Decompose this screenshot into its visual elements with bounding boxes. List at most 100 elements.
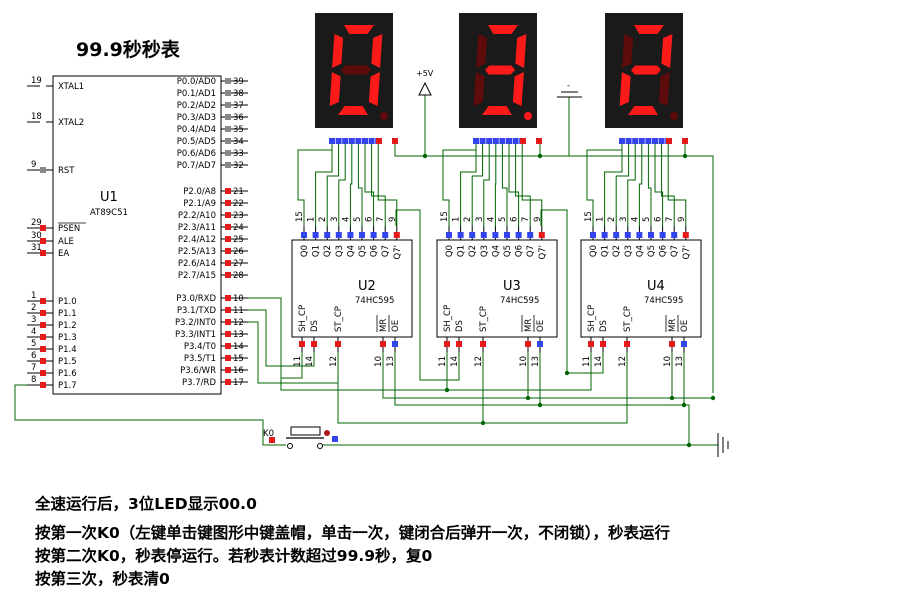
- wire: [339, 141, 345, 226]
- display-common-pin: [536, 138, 542, 144]
- mcu-pin-label: P2.5/A13: [178, 247, 216, 257]
- register-pin-label: MR: [524, 319, 534, 332]
- mcu-pin-marker: [225, 272, 231, 278]
- mcu-pin-marker: [225, 331, 231, 337]
- mcu-pin-label: EA: [58, 249, 69, 259]
- mcu-pin-marker: [40, 322, 46, 328]
- register-pin-label: Q4: [635, 245, 645, 257]
- register-pin-marker: [336, 232, 342, 238]
- wire: [509, 141, 519, 226]
- register-pin-label: Q6: [370, 245, 380, 257]
- mcu-pin-marker: [225, 90, 231, 96]
- display-pin: [513, 138, 519, 144]
- register-pin-label: Q2: [468, 245, 478, 257]
- register-pin-number: 11: [293, 356, 303, 367]
- display-pin: [626, 138, 632, 144]
- register-pin-number: 2: [318, 217, 328, 222]
- mcu-pin-marker: [225, 138, 231, 144]
- wire: [502, 141, 507, 226]
- mcu-pin-number: 7: [31, 363, 36, 373]
- register-pin-number: 12: [329, 356, 339, 367]
- register-pin-label: DS: [310, 320, 320, 332]
- mcu-pin-number: 15: [233, 354, 244, 364]
- display-pin: [355, 138, 361, 144]
- register-pin-number: 2: [607, 217, 617, 222]
- junction-dot: [423, 154, 427, 158]
- mcu-pin-label: P0.3/AD3: [177, 113, 216, 123]
- register-pin-marker: [681, 341, 687, 347]
- register-pin-number: 6: [654, 217, 664, 222]
- register-part: 74HC595: [644, 296, 683, 306]
- register-pin-marker: [590, 232, 596, 238]
- switch-pin: [269, 437, 275, 443]
- mcu-pin-label: P3.5/T1: [184, 354, 216, 364]
- register-pin-marker: [359, 232, 365, 238]
- register-pin-number: 2: [463, 217, 473, 222]
- mcu-pin-number: 17: [233, 378, 244, 388]
- register-pin-marker: [636, 232, 642, 238]
- mcu-pin-marker: [225, 236, 231, 242]
- mcu-pin-marker: [40, 167, 46, 173]
- wire: [338, 352, 483, 423]
- register-pin-label: Q7': [682, 245, 692, 259]
- display-pin: [632, 138, 638, 144]
- register-pin-label: MR: [668, 319, 678, 332]
- wire: [483, 352, 627, 423]
- register-pin-marker: [446, 232, 452, 238]
- register-pin-number: 1: [596, 217, 606, 222]
- register-pin-marker: [588, 341, 594, 347]
- wire: [461, 141, 476, 226]
- mcu-pin-marker: [225, 102, 231, 108]
- mcu-pin-marker: [40, 250, 46, 256]
- mcu-pin-label: P1.2: [58, 321, 77, 331]
- segment-g: [485, 66, 515, 75]
- junction-dot: [565, 371, 569, 375]
- display-pin: [666, 138, 672, 144]
- register-pin-marker: [683, 232, 689, 238]
- mcu-pin-number: 8: [31, 375, 36, 385]
- register-pin-number: 9: [388, 217, 398, 222]
- register-pin-label: OE: [536, 320, 546, 332]
- seven-segment-display-2: [459, 13, 542, 144]
- junction-dot: [481, 421, 485, 425]
- register-pin-marker: [613, 232, 619, 238]
- register-pin-number: 3: [619, 217, 629, 222]
- register-pin-marker: [313, 232, 319, 238]
- mcu-pin-label: P1.7: [58, 381, 77, 391]
- mcu-pin-marker: [225, 355, 231, 361]
- register-pin-number: 5: [353, 217, 363, 222]
- mcu-pin-marker: [225, 343, 231, 349]
- register-pin-marker: [299, 341, 305, 347]
- mcu-pin-marker: [40, 298, 46, 304]
- register-pin-marker: [456, 341, 462, 347]
- mcu-pin-marker: [225, 307, 231, 313]
- mcu-pin-number: 24: [233, 223, 244, 233]
- register-pin-number: 13: [531, 356, 541, 367]
- mcu-pin-number: 11: [233, 306, 244, 316]
- mcu-pin-marker: [225, 150, 231, 156]
- register-pin-marker: [504, 232, 510, 238]
- register-part: 74HC595: [500, 296, 539, 306]
- register-pin-label: Q0: [300, 245, 310, 257]
- mcu-pin-number: 23: [233, 211, 244, 221]
- mcu-pin-number: 22: [233, 199, 244, 209]
- register-pin-marker: [347, 232, 353, 238]
- register-pin-marker: [602, 232, 608, 238]
- register-pin-label: Q1: [601, 245, 611, 257]
- display-pin: [376, 138, 382, 144]
- mcu-pin-label: P1.6: [58, 369, 77, 379]
- register-pin-number: 7: [376, 217, 386, 222]
- register-pin-marker: [458, 232, 464, 238]
- mcu-pin-label: P2.3/A11: [178, 223, 216, 233]
- wire: [522, 141, 542, 226]
- wire: [605, 141, 622, 226]
- mcu-name: U1: [100, 190, 118, 205]
- register-pin-label: Q3: [480, 245, 490, 257]
- display-pin: [480, 138, 486, 144]
- mcu-pin-number: 4: [31, 327, 36, 337]
- display-pin: [369, 138, 375, 144]
- mcu-pin-marker: [40, 346, 46, 352]
- junction-dot: [445, 388, 449, 392]
- seven-segment-display-3: [605, 13, 688, 144]
